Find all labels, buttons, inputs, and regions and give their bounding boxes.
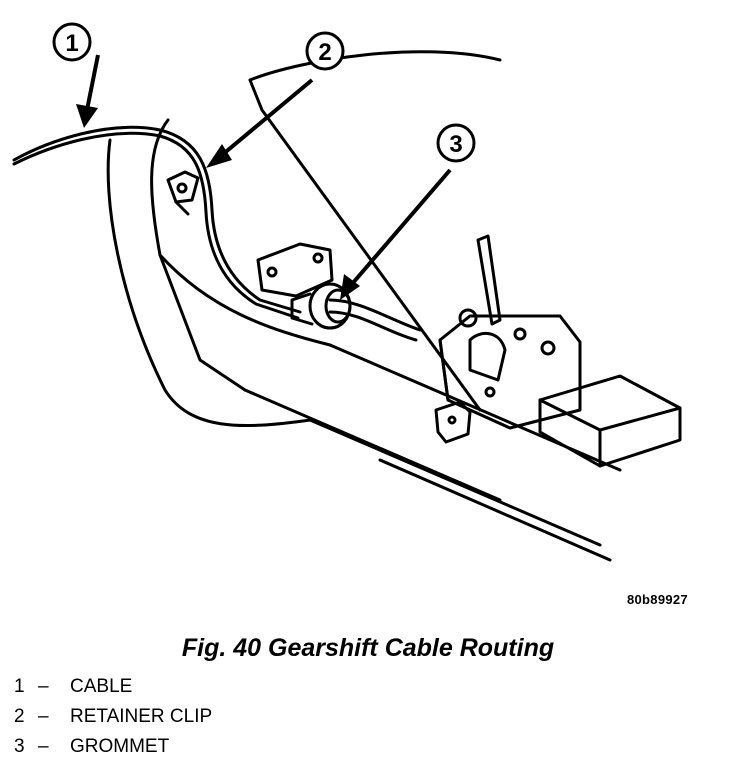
legend-number: 3: [14, 736, 25, 757]
arrowhead-3: [340, 274, 360, 300]
figure-code: 80b89927: [627, 592, 688, 607]
arrowhead-1: [76, 104, 98, 128]
retainer-clip: [166, 170, 200, 216]
legend-dash: –: [38, 736, 49, 757]
callout-1: 1: [52, 22, 92, 62]
cable: [12, 125, 422, 342]
control-module: [538, 374, 682, 468]
callout-3: 3: [436, 123, 476, 163]
callout-3-number: 3: [449, 131, 462, 158]
arrowhead-2: [206, 144, 232, 168]
legend-label: CABLE: [70, 676, 133, 697]
shifter-assembly: [438, 234, 582, 430]
callout-2: 2: [305, 31, 345, 71]
legend-item: 1 – CABLE: [14, 676, 212, 706]
legend-dash: –: [38, 676, 49, 697]
callout-2-number: 2: [318, 39, 331, 66]
console-panel: [106, 50, 622, 562]
figure-title: Fig. 40 Gearshift Cable Routing: [181, 634, 555, 662]
leader-arrow-2: [220, 78, 314, 157]
legend-label: RETAINER CLIP: [70, 706, 213, 727]
gearshift-cable-routing-illustration: 1 2 3: [12, 22, 682, 562]
legend-number: 1: [14, 676, 25, 697]
floor-clip: [434, 400, 472, 444]
mounting-bracket: [256, 242, 334, 298]
grommet: [290, 282, 352, 330]
legend-label: GROMMET: [70, 736, 170, 757]
callout-1-number: 1: [65, 30, 78, 57]
legend: 1 – CABLE 2 – RETAINER CLIP 3 – GROMMET: [14, 676, 212, 766]
legend-number: 2: [14, 706, 25, 727]
legend-item: 3 – GROMMET: [14, 736, 212, 766]
leader-arrow-3: [350, 168, 452, 286]
leader-arrow-1: [85, 54, 100, 111]
legend-dash: –: [38, 706, 49, 727]
legend-item: 2 – RETAINER CLIP: [14, 706, 212, 736]
